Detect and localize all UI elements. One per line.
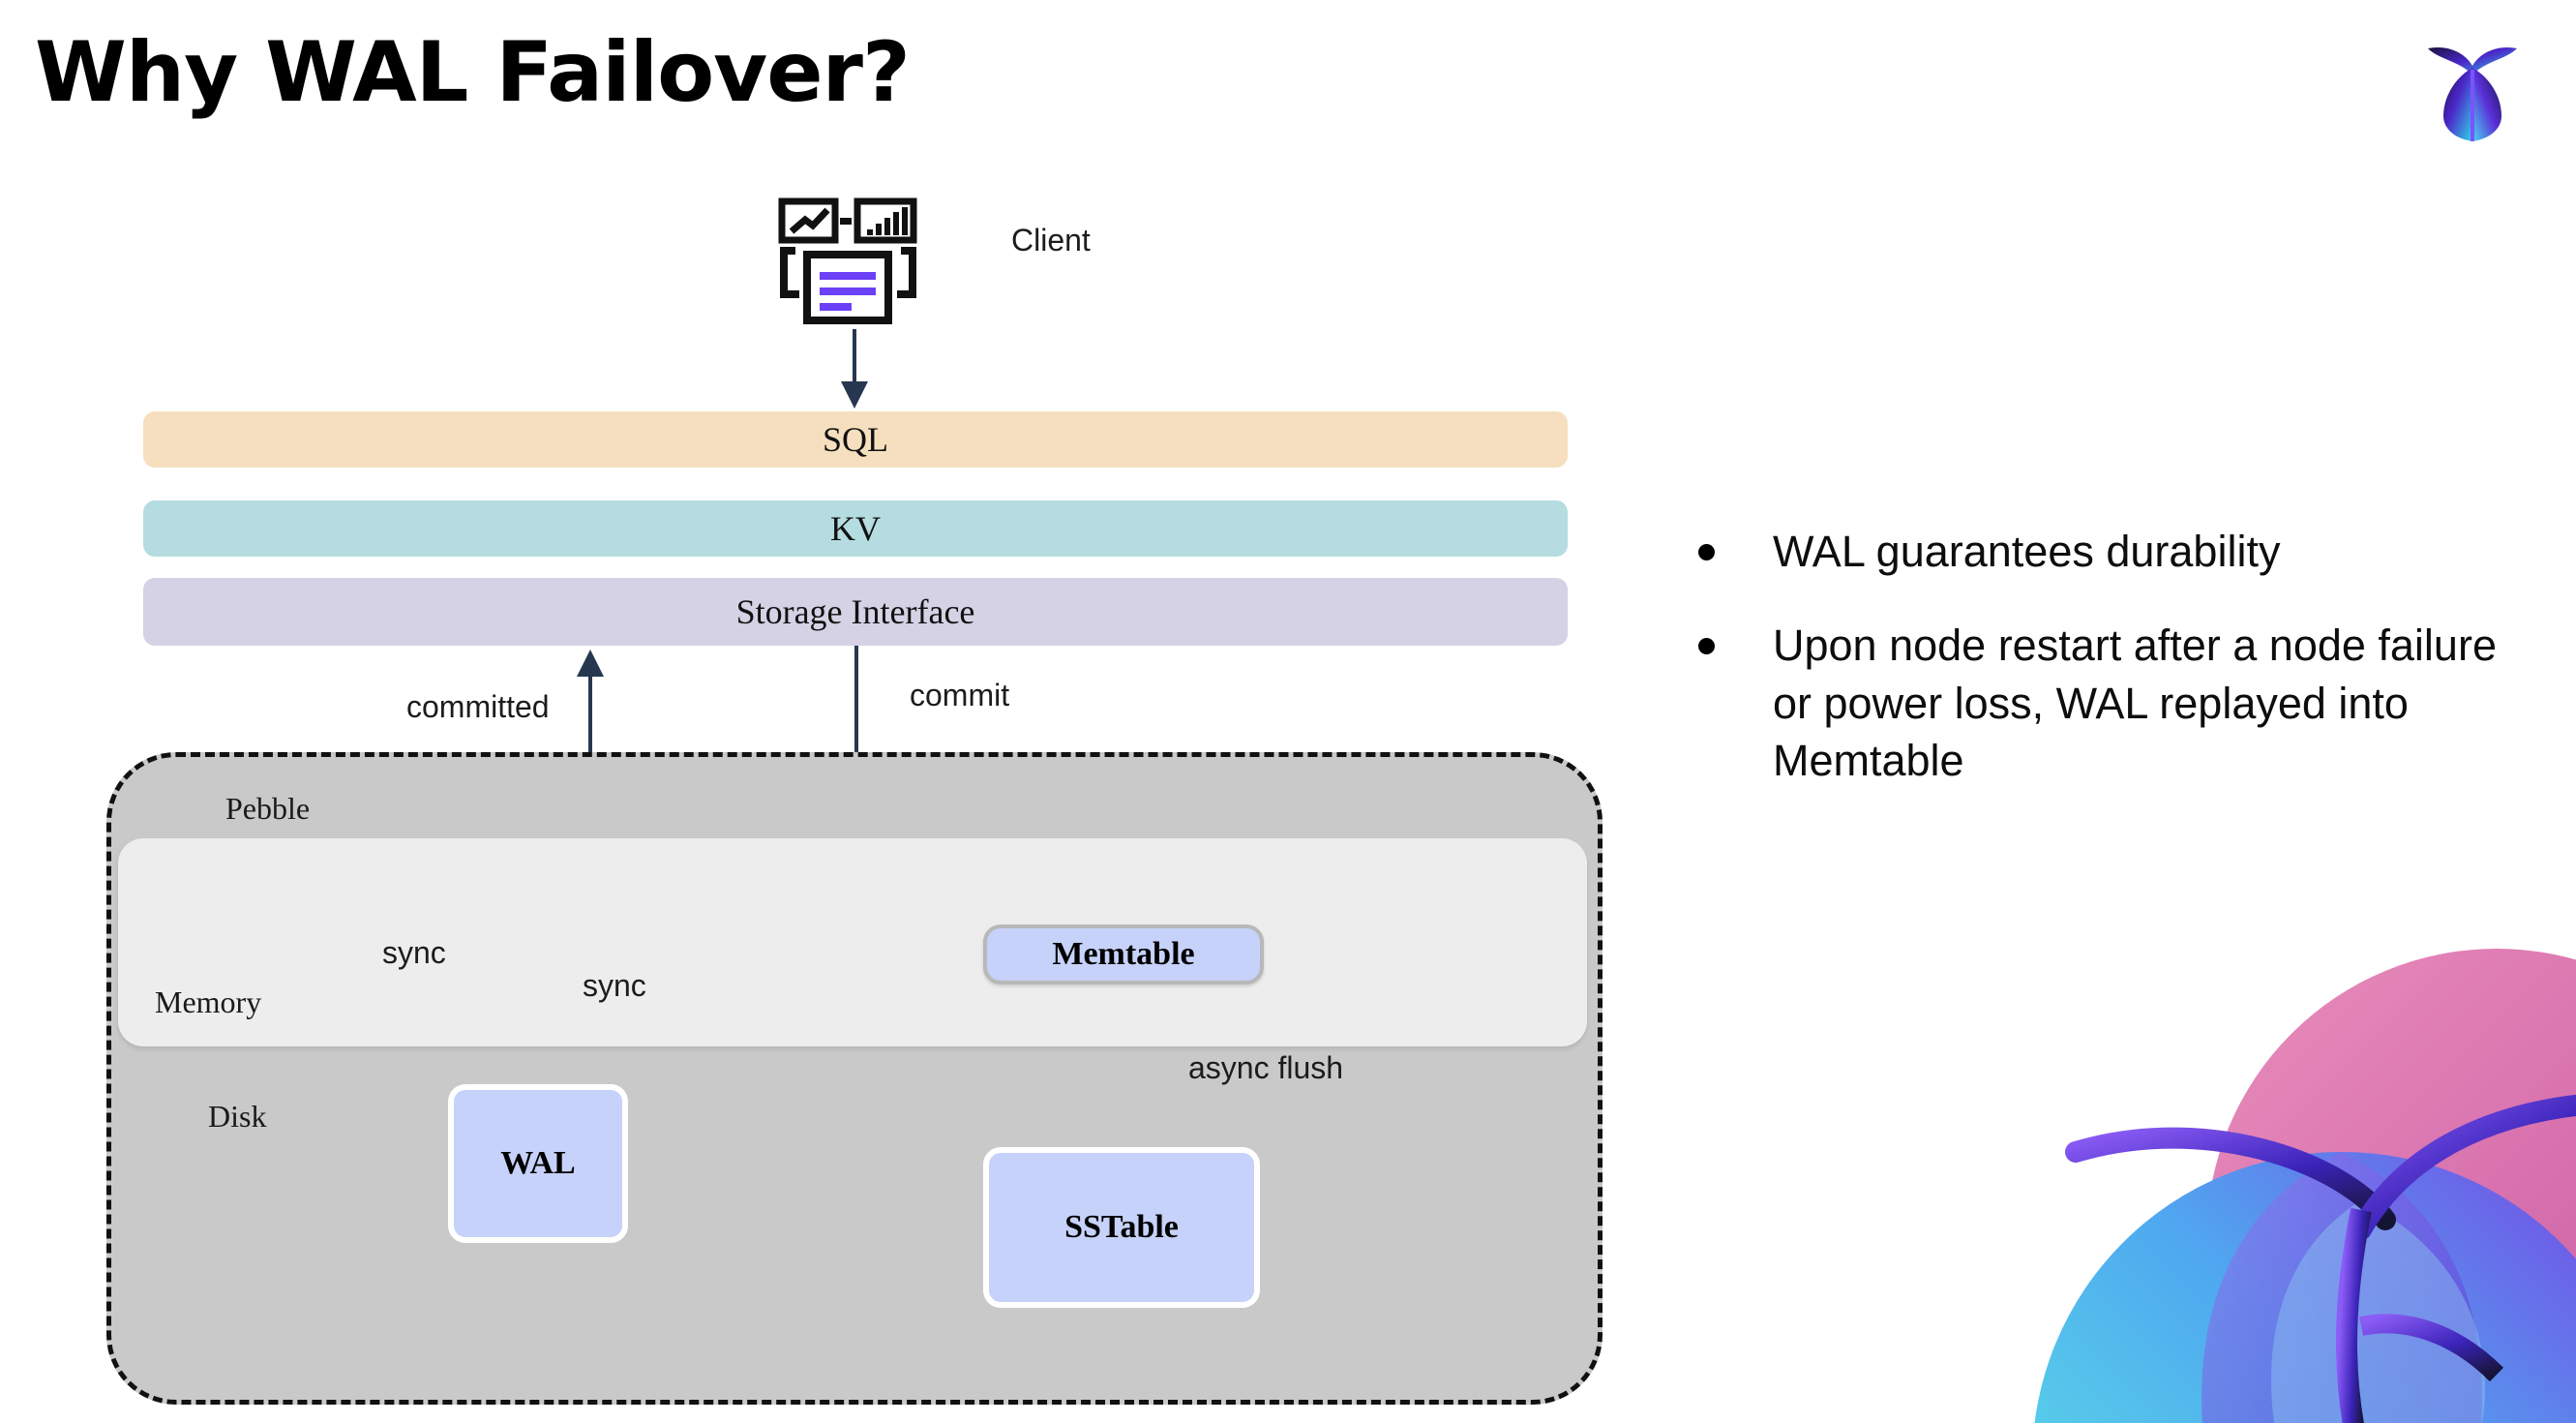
memtable-label: Memtable xyxy=(1052,936,1195,972)
memtable-box[interactable]: Memtable xyxy=(983,924,1264,984)
bullet-dot-icon xyxy=(1698,544,1715,560)
client-terminal-icon xyxy=(778,197,917,324)
wal-label: WAL xyxy=(500,1145,576,1181)
disk-label: Disk xyxy=(208,1099,267,1134)
bullet-text: Upon node restart after a node failure o… xyxy=(1773,621,2497,786)
wal-box[interactable]: WAL xyxy=(448,1084,628,1243)
memory-region xyxy=(118,838,1587,1046)
list-item: WAL guarantees durability xyxy=(1698,523,2521,580)
layer-bar-storage-interface[interactable]: Storage Interface xyxy=(143,578,1568,646)
bullet-dot-icon xyxy=(1698,638,1715,655)
bullet-text: WAL guarantees durability xyxy=(1773,527,2281,576)
memory-label: Memory xyxy=(155,984,262,1019)
notes-bullet-list: WAL guarantees durability Upon node rest… xyxy=(1698,523,2521,827)
layer-bar-sql-label: SQL xyxy=(822,420,888,459)
layer-bar-sql[interactable]: SQL xyxy=(143,411,1568,468)
edge-label-async-flush: async flush xyxy=(1188,1050,1344,1085)
list-item: Upon node restart after a node failure o… xyxy=(1698,617,2521,789)
client-label: Client xyxy=(1011,223,1091,257)
pebble-label: Pebble xyxy=(225,791,311,826)
layer-bar-storage-label: Storage Interface xyxy=(735,592,975,631)
cockroachdb-logo-icon xyxy=(2428,46,2517,141)
edge-label-sync-left: sync xyxy=(382,935,446,970)
edge-label-sync-right: sync xyxy=(583,968,646,1003)
page-title: Why WAL Failover? xyxy=(35,24,911,121)
layer-bar-kv-label: KV xyxy=(830,509,881,548)
sstable-label: SSTable xyxy=(1064,1209,1179,1245)
layer-bar-kv[interactable]: KV xyxy=(143,500,1568,557)
sstable-box[interactable]: SSTable xyxy=(983,1147,1260,1308)
edge-label-commit: commit xyxy=(910,678,1010,712)
edge-label-committed: committed xyxy=(406,689,550,724)
